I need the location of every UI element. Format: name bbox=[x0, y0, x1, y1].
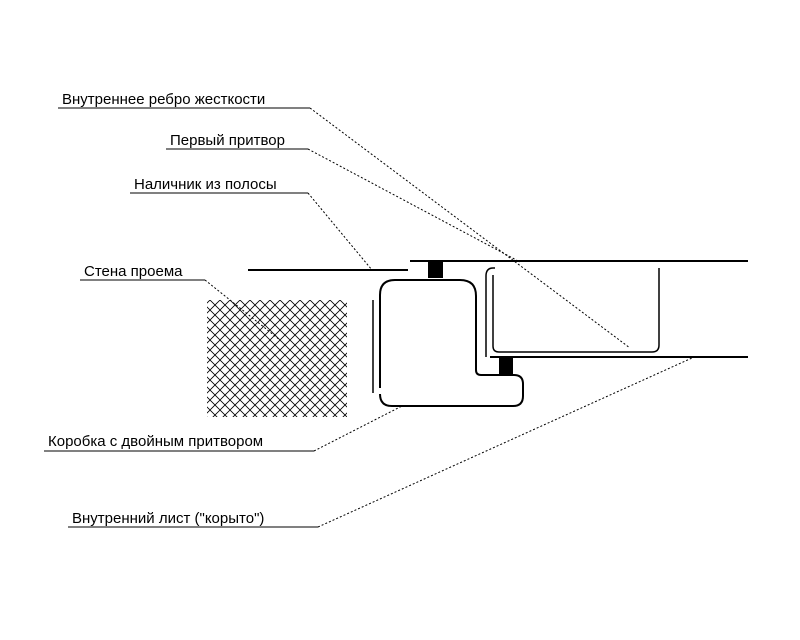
frame-double-rebate bbox=[379, 279, 524, 407]
label-trim-strip: Наличник из полосы bbox=[134, 176, 277, 193]
label-inner-rib: Внутреннее ребро жесткости bbox=[62, 91, 265, 108]
leader-trim-strip bbox=[307, 192, 373, 271]
leader-frame bbox=[313, 405, 403, 452]
inner-sheet-trough bbox=[485, 267, 495, 357]
seal-second-rebate bbox=[499, 358, 513, 374]
leader-wall bbox=[204, 279, 281, 341]
wall-opening bbox=[207, 300, 347, 417]
label-frame: Коробка с двойным притвором bbox=[48, 433, 263, 450]
label-wall: Стена проема bbox=[84, 263, 183, 280]
inner-rib bbox=[492, 268, 660, 353]
label-inner-sheet: Внутренний лист ("корыто") bbox=[72, 510, 264, 527]
leader-inner-sheet bbox=[317, 357, 693, 528]
seal-first-rebate bbox=[428, 261, 443, 278]
leader-first-rebate bbox=[307, 148, 521, 263]
label-first-rebate: Первый притвор bbox=[170, 132, 285, 149]
leader-inner-rib bbox=[309, 107, 631, 349]
